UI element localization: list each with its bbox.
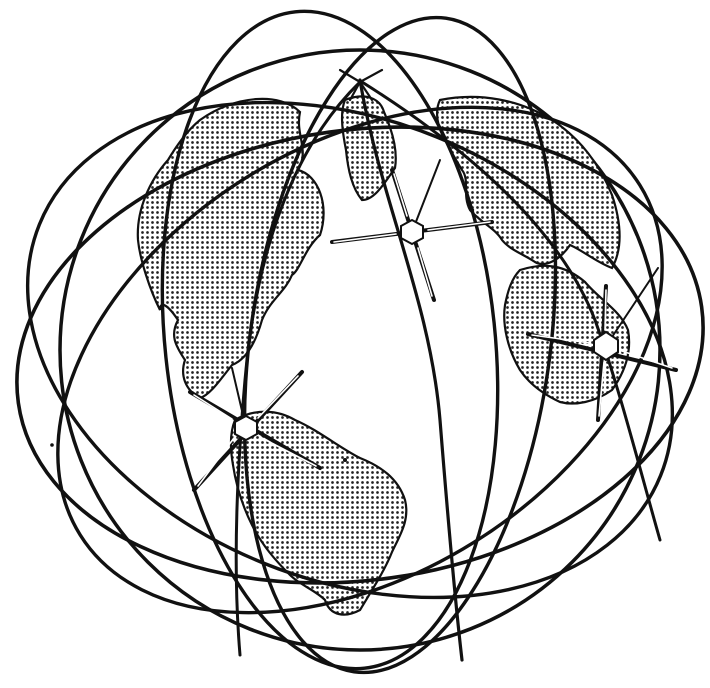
- speck: [470, 208, 474, 212]
- speck: [50, 443, 54, 447]
- speck: [343, 458, 347, 462]
